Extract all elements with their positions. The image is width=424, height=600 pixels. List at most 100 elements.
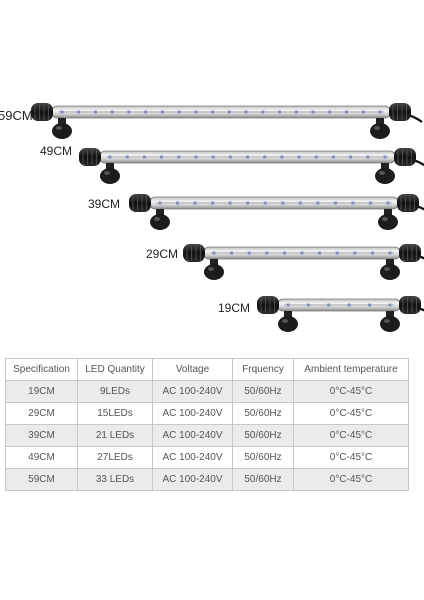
led-dot (366, 155, 370, 159)
led-dot (306, 303, 310, 307)
led-dot (353, 251, 357, 255)
led-dot (265, 251, 269, 255)
cell-temperature: 0°C-45°C (293, 380, 409, 403)
led-dot (144, 110, 148, 114)
led-dot (345, 110, 349, 114)
cell-voltage: AC 100-240V (152, 380, 233, 403)
mount-stem (384, 209, 392, 215)
led-strip (58, 111, 384, 113)
led-dot (314, 155, 318, 159)
led-dot (370, 251, 374, 255)
led-dot (278, 110, 282, 114)
header-frequency: Frquency (232, 358, 294, 381)
cell-voltage: AC 100-240V (152, 446, 233, 469)
led-dot (228, 201, 232, 205)
cell-voltage: AC 100-240V (152, 424, 233, 447)
led-dot (294, 110, 298, 114)
cell-temperature: 0°C-45°C (293, 468, 409, 491)
table-row: 49CM 27LEDs AC 100-240V 50/60Hz 0°C-45°C (5, 446, 409, 469)
header-led-quantity: LED Quantity (77, 358, 153, 381)
table-row: 29CM 15LEDs AC 100-240V 50/60Hz 0°C-45°C (5, 402, 409, 425)
led-dot (261, 110, 265, 114)
right-suction-cup (380, 316, 400, 332)
led-dot (386, 201, 390, 205)
left-suction-cup (278, 316, 298, 332)
right-suction-cup (380, 264, 400, 280)
led-dot (247, 251, 251, 255)
led-dot (125, 155, 129, 159)
led-dot (228, 155, 232, 159)
table-row: 19CM 9LEDs AC 100-240V 50/60Hz 0°C-45°C (5, 380, 409, 403)
mount-stem (284, 311, 292, 317)
led-dot (177, 110, 181, 114)
left-end-cap (257, 296, 279, 314)
led-dot (108, 155, 112, 159)
size-label-19cm: 19CM (218, 301, 251, 315)
mount-stem (58, 118, 66, 124)
size-label-29cm: 29CM (146, 247, 179, 261)
led-dot (142, 155, 146, 159)
led-dot (281, 201, 285, 205)
led-dot (331, 155, 335, 159)
suction-cup-highlight (104, 171, 110, 175)
led-dot (300, 251, 304, 255)
cell-temperature: 0°C-45°C (293, 424, 409, 447)
suction-cup-highlight (282, 319, 288, 323)
led-strip (284, 304, 394, 306)
suction-cup-highlight (374, 126, 380, 130)
suction-cup-highlight (384, 267, 390, 271)
led-dot (361, 110, 365, 114)
led-dot (311, 110, 315, 114)
led-dot (211, 201, 215, 205)
cell-frequency: 50/60Hz (232, 402, 294, 425)
led-dot (211, 155, 215, 159)
cell-led-quantity: 9LEDs (77, 380, 153, 403)
led-dot (160, 110, 164, 114)
mount-stem (106, 163, 114, 169)
size-label-39cm: 39CM (88, 197, 121, 211)
led-dot (193, 201, 197, 205)
led-dot (176, 201, 180, 205)
right-end-cap (399, 296, 421, 314)
header-voltage: Voltage (152, 358, 233, 381)
cell-frequency: 50/60Hz (232, 468, 294, 491)
left-suction-cup (52, 123, 72, 139)
led-dot (351, 201, 355, 205)
led-dot (280, 155, 284, 159)
suction-cup-highlight (154, 217, 160, 221)
led-lights-illustration (31, 103, 424, 332)
led-dot (194, 155, 198, 159)
right-end-cap (394, 148, 416, 166)
mount-stem (210, 259, 218, 265)
led-dot (77, 110, 81, 114)
cell-led-quantity: 27LEDs (77, 446, 153, 469)
led-dot (328, 110, 332, 114)
right-end-cap (397, 194, 419, 212)
led-dot (368, 303, 372, 307)
led-dot (333, 201, 337, 205)
led-dot (368, 201, 372, 205)
cell-specification: 19CM (5, 380, 78, 403)
right-end-cap (389, 103, 411, 121)
led-dot (93, 110, 97, 114)
led-dot (286, 303, 290, 307)
led-dot (227, 110, 231, 114)
led-dot (177, 155, 181, 159)
left-end-cap (79, 148, 101, 166)
table-row: 59CM 33 LEDs AC 100-240V 50/60Hz 0°C-45°… (5, 468, 409, 491)
led-dot (263, 155, 267, 159)
led-dot (60, 110, 64, 114)
led-dot (244, 110, 248, 114)
mount-stem (156, 209, 164, 215)
mount-stem (386, 311, 394, 317)
led-dot (318, 251, 322, 255)
cell-specification: 59CM (5, 468, 78, 491)
cell-frequency: 50/60Hz (232, 380, 294, 403)
cell-led-quantity: 33 LEDs (77, 468, 153, 491)
size-label-49cm: 49CM (40, 144, 73, 158)
cell-led-quantity: 15LEDs (77, 402, 153, 425)
right-suction-cup (370, 123, 390, 139)
mount-stem (376, 118, 384, 124)
led-dot (297, 155, 301, 159)
left-end-cap (183, 244, 205, 262)
